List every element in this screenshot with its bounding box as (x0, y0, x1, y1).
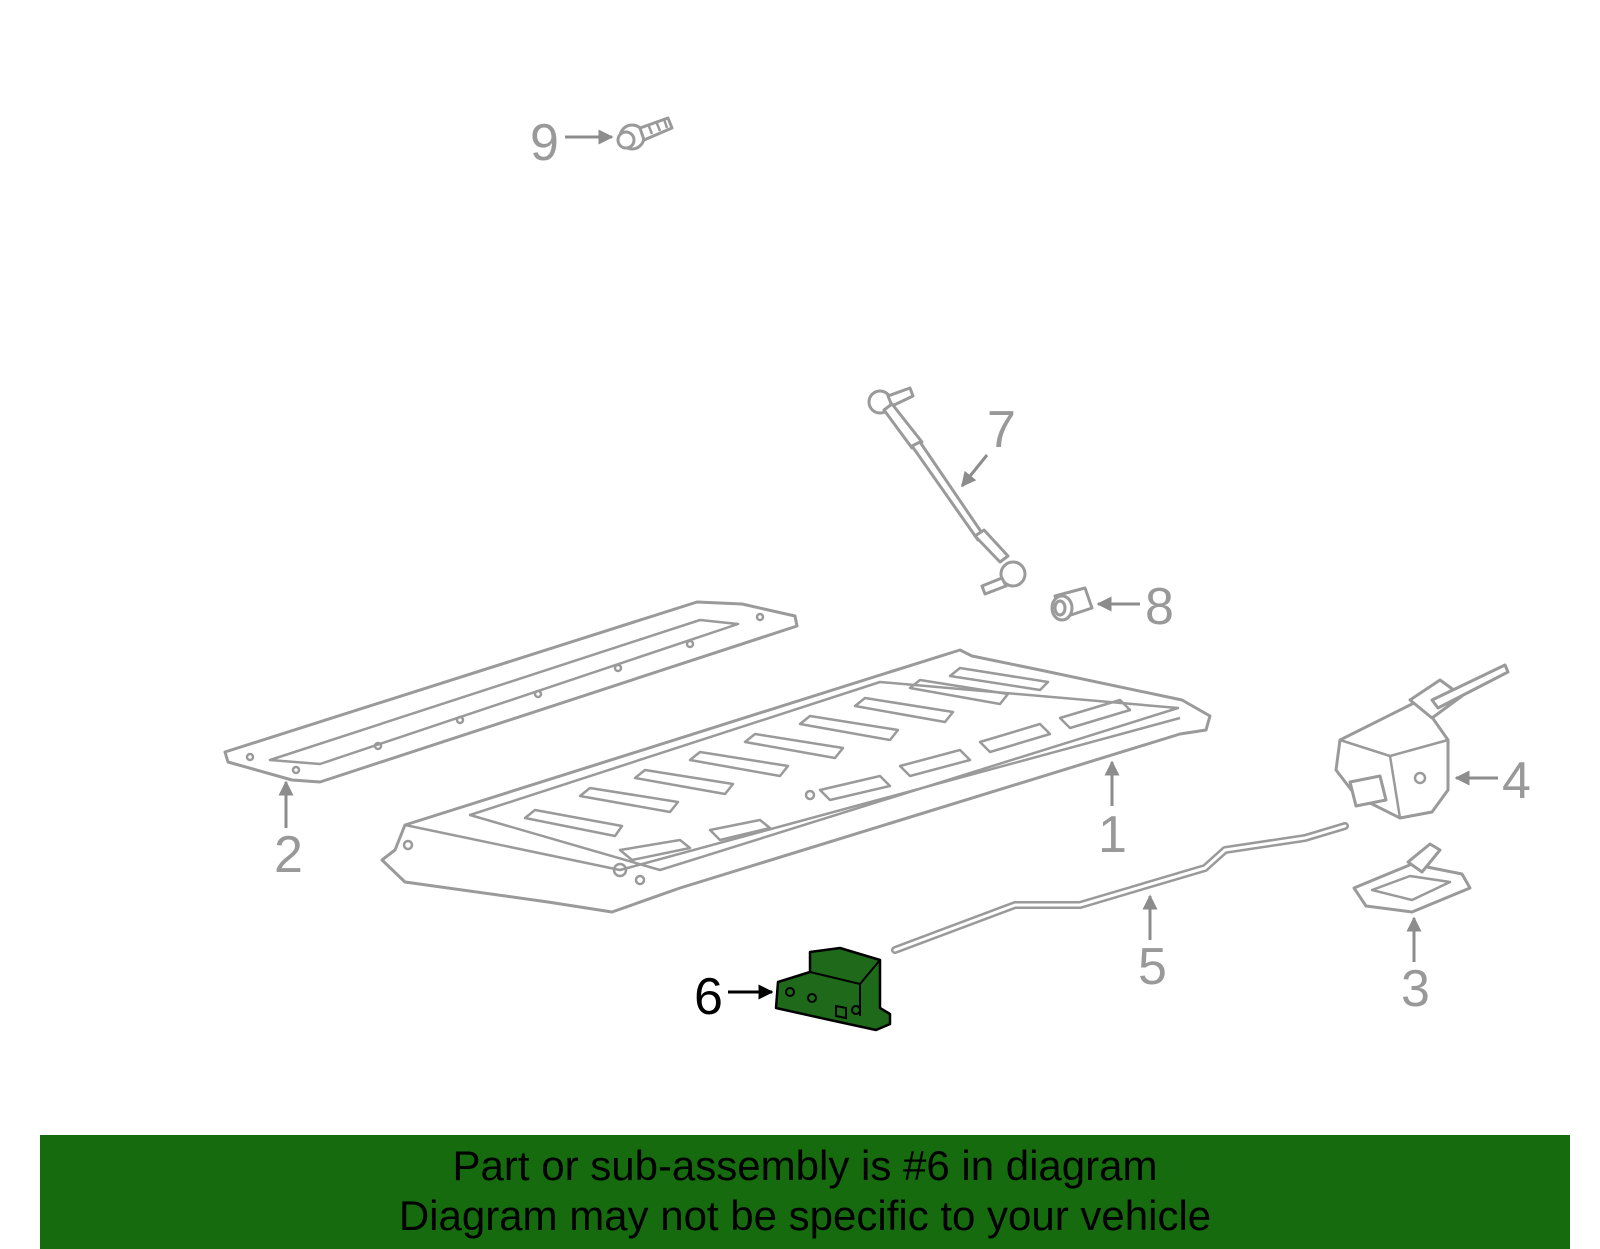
callout-7: 7 (987, 401, 1016, 459)
part-1-tailgate-panel (380, 648, 1212, 914)
callout-5: 5 (1138, 938, 1167, 996)
callout-1: 1 (1098, 806, 1127, 864)
callout-9: 9 (530, 114, 559, 172)
part-2-seal-strip (223, 600, 799, 784)
part-4-latch-assembly (1334, 663, 1510, 820)
callout-4: 4 (1502, 752, 1531, 810)
part-7-link-rod (867, 386, 1027, 596)
banner-line-2: Diagram may not be specific to your vehi… (398, 1192, 1212, 1239)
part-6-bracket (774, 946, 892, 1032)
leader-7 (960, 454, 989, 488)
callout-6: 6 (694, 968, 723, 1026)
part-5-rod (891, 822, 1349, 954)
callout-8: 8 (1145, 578, 1174, 636)
part-3-handle-bracket (1352, 842, 1472, 914)
callout-3: 3 (1401, 960, 1430, 1018)
info-banner: Part or sub-assembly is #6 in diagram Di… (40, 1135, 1570, 1249)
banner-line-1: Part or sub-assembly is #6 in diagram (452, 1142, 1158, 1189)
part-8-bushing (1050, 586, 1094, 622)
part-9-bolt (616, 116, 674, 151)
callout-2: 2 (274, 826, 303, 884)
